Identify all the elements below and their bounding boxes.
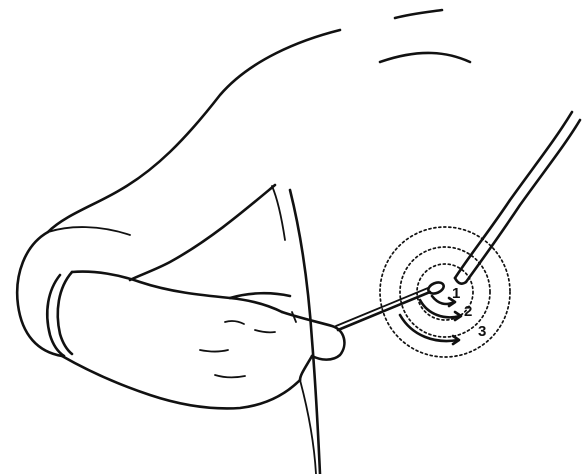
hand-top: [72, 272, 282, 312]
knuckle-4: [225, 321, 244, 324]
torso-lower: [300, 380, 316, 474]
tube-left: [455, 112, 572, 278]
tube-right: [466, 120, 580, 282]
catheter-tube-icon: [455, 112, 580, 284]
tube-end: [455, 278, 466, 284]
hand-bottom: [62, 356, 300, 408]
cuff-top: [48, 227, 130, 235]
step-label-1: 1: [452, 285, 460, 302]
step-label-3: 3: [478, 323, 486, 340]
swab-icon: [336, 280, 445, 330]
neck-line: [395, 10, 442, 18]
shoulder-line: [380, 53, 470, 62]
step-label-2: 2: [464, 303, 472, 320]
upper-arm-front: [130, 185, 275, 280]
finger-curl: [300, 356, 312, 380]
knuckle-2: [255, 330, 275, 332]
swab-stick-edge: [336, 288, 428, 326]
knuckle-3: [215, 375, 245, 377]
cuff-outer: [17, 232, 62, 356]
knuckle-1: [200, 350, 228, 352]
zone-circle-2: [400, 247, 490, 337]
upper-arm-back: [48, 30, 340, 232]
torso-side: [290, 190, 320, 474]
glove-cuff: [17, 227, 130, 356]
swab-stick: [338, 292, 430, 330]
thumb: [230, 293, 290, 298]
armpit-crease: [272, 186, 285, 240]
swab-tip: [427, 280, 446, 295]
cuff-band-2: [58, 272, 72, 354]
